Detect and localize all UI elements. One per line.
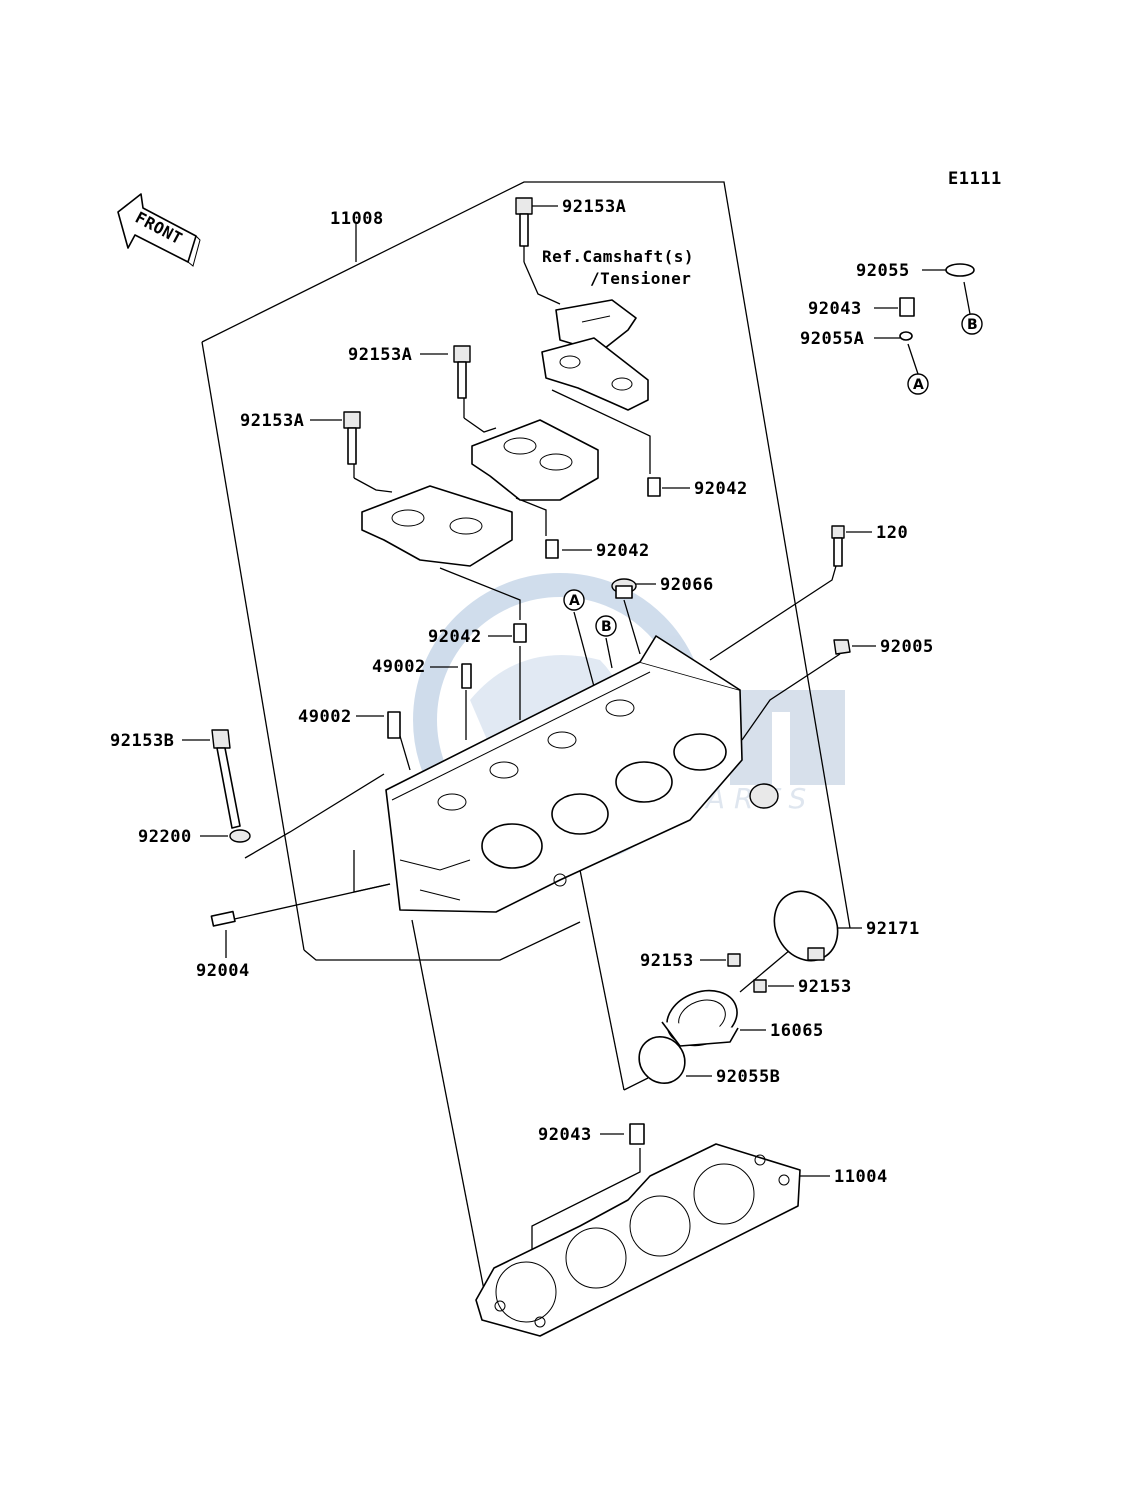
svg-text:B: B	[967, 317, 978, 333]
label-92042-mid: 92042	[596, 541, 650, 561]
label-92200: 92200	[138, 827, 192, 847]
collar-92043-top	[899, 297, 915, 317]
bolt-92153-b	[753, 979, 767, 993]
o-ring-92055A	[899, 331, 913, 341]
label-92005: 92005	[880, 637, 934, 657]
thermostat-housing-16065	[661, 989, 739, 1047]
dowel-92042-right	[647, 477, 661, 497]
label-92055: 92055	[856, 261, 910, 281]
svg-text:B: B	[601, 619, 612, 635]
bolt-120	[831, 525, 845, 567]
label-92153-a: 92153	[640, 951, 694, 971]
label-ref-tensioner: /Tensioner	[590, 269, 691, 288]
label-92066: 92066	[660, 575, 714, 595]
label-92043-bottom: 92043	[538, 1125, 592, 1145]
label-92153A-mid: 92153A	[348, 345, 412, 365]
label-92153-b: 92153	[798, 977, 852, 997]
bolt-92153A-left	[343, 411, 361, 465]
assembly-bracket-lines	[201, 181, 851, 961]
label-92055A: 92055A	[800, 329, 864, 349]
o-ring-92055B	[638, 1036, 686, 1084]
pin-49002-b	[387, 711, 401, 739]
fitting-92005	[833, 639, 851, 655]
svg-text:A: A	[913, 377, 924, 393]
part-number-labels: 11008 92153A Ref.Camshaft(s) /Tensioner …	[110, 197, 934, 1187]
leader-lines	[182, 205, 971, 1291]
label-11008: 11008	[330, 209, 384, 229]
head-gasket-11004	[475, 1143, 801, 1337]
stud-92004	[210, 910, 236, 927]
bolt-92153B	[211, 729, 241, 829]
label-92171: 92171	[866, 919, 920, 939]
label-92042-left: 92042	[428, 627, 482, 647]
label-120: 120	[876, 523, 908, 543]
camshaft-cap-right	[541, 337, 649, 411]
o-ring-92055	[945, 263, 975, 277]
hose-clamp-92171	[773, 890, 839, 962]
plug-92066	[611, 578, 637, 599]
bolt-92153-a	[727, 953, 741, 967]
camshaft-tensioner-plate	[555, 299, 637, 353]
label-49002-b: 49002	[298, 707, 352, 727]
label-92043-top: 92043	[808, 299, 862, 319]
collar-92043-bottom	[629, 1123, 645, 1145]
svg-text:A: A	[569, 593, 580, 609]
label-11004: 11004	[834, 1167, 888, 1187]
bolt-92153A-top	[515, 197, 533, 247]
camshaft-cap-mid	[471, 419, 599, 501]
label-92042-right: 92042	[694, 479, 748, 499]
label-92153B: 92153B	[110, 731, 174, 751]
circle-marker-b-head: B	[595, 615, 617, 637]
diagram-code: E1111	[948, 169, 1002, 189]
front-arrow-icon: FRONT	[117, 193, 201, 267]
dowel-92042-mid	[545, 539, 559, 559]
dowel-92042-left	[513, 623, 527, 643]
circle-marker-a-head: A	[563, 589, 585, 611]
label-92153A-left: 92153A	[240, 411, 304, 431]
pin-49002-a	[461, 663, 472, 689]
label-16065: 16065	[770, 1021, 824, 1041]
label-49002-a: 49002	[372, 657, 426, 677]
cylinder-head	[385, 635, 779, 913]
circle-marker-a-right: A	[907, 373, 929, 395]
label-92004: 92004	[196, 961, 250, 981]
label-ref-camshaft: Ref.Camshaft(s)	[542, 247, 694, 266]
washer-92200	[229, 829, 251, 843]
label-92153A-top: 92153A	[562, 197, 626, 217]
camshaft-cap-left	[361, 485, 513, 567]
bolt-92153A-mid	[453, 345, 471, 399]
label-92055B: 92055B	[716, 1067, 780, 1087]
circle-marker-b-right: B	[961, 313, 983, 335]
